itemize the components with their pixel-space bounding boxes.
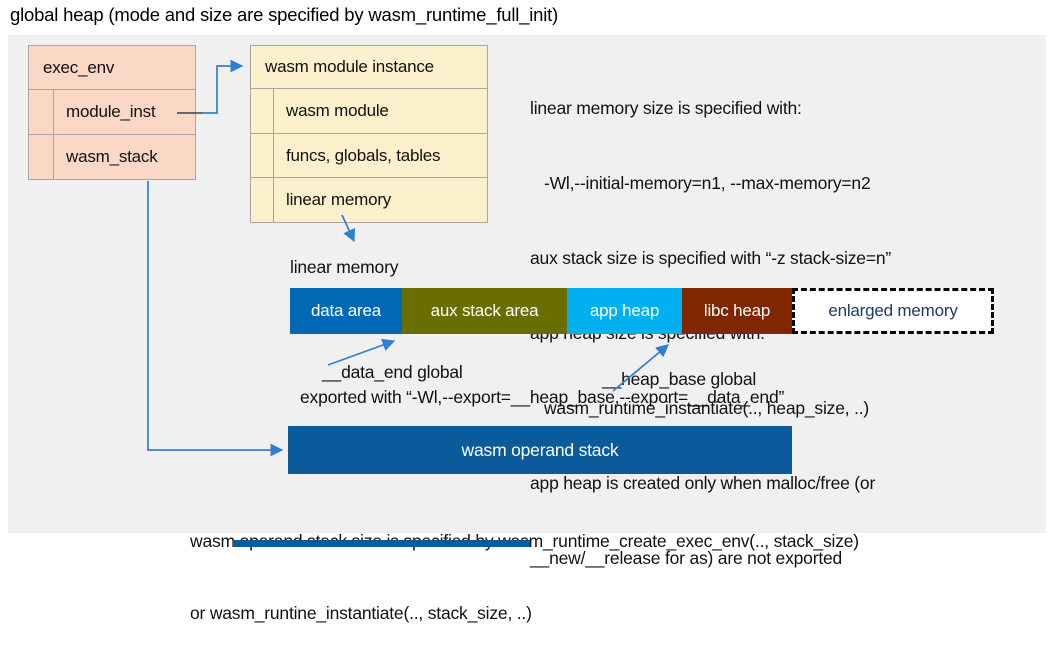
operand-stack-caption: wasm operand stack size is specified by … [190, 481, 859, 649]
linear-memory-segment-data-area: data area [290, 288, 402, 334]
module-instance-header: wasm module instance [251, 46, 487, 89]
linear-memory-segment-libc-heap: libc heap [682, 288, 792, 334]
exec-env-header: exec_env [29, 46, 195, 90]
data-end-global-label: __data_end global [322, 362, 463, 382]
linear-memory-label: linear memory [290, 257, 399, 277]
bottom-blue-strip [233, 540, 530, 547]
exec-env-row-module-inst: module_inst [66, 102, 156, 121]
table-row: wasm module [251, 89, 487, 133]
table-row: wasm_stack [29, 134, 195, 179]
instance-row-funcs-globals-tables: funcs, globals, tables [286, 145, 441, 165]
caption-line: or wasm_runtine_instantiate(.., stack_si… [190, 603, 532, 623]
note-line: app heap is created only when malloc/fre… [530, 473, 876, 493]
indent-cell [251, 178, 274, 223]
table-row: linear memory [251, 177, 487, 223]
note-line: aux stack size is specified with “-z sta… [530, 248, 892, 268]
exec-env-row-wasm-stack: wasm_stack [66, 147, 158, 166]
note-line: -Wl,--initial-memory=n1, --max-memory=n2 [530, 173, 871, 193]
module-instance-box: wasm module instance wasm module funcs, … [250, 45, 488, 223]
wasm-operand-stack-box: wasm operand stack [288, 426, 792, 474]
table-row: funcs, globals, tables [251, 132, 487, 178]
indent-cell [251, 133, 274, 178]
indent-cell [29, 90, 54, 134]
note-line: linear memory size is specified with: [530, 98, 802, 118]
indent-cell [251, 89, 274, 133]
indent-cell [29, 135, 54, 179]
linear-memory-segment-enlarged-memory: enlarged memory [792, 288, 994, 334]
instance-row-linear-memory: linear memory [286, 190, 392, 210]
diagram-title: global heap (mode and size are specified… [10, 4, 559, 25]
instance-row-wasm-module: wasm module [286, 100, 389, 120]
linear-memory-bar: data area aux stack area app heap libc h… [290, 288, 994, 334]
wasm-operand-stack-label: wasm operand stack [461, 439, 619, 460]
note-line: wasm_runtime_instantiate(.., heap_size, … [530, 398, 870, 418]
table-row: module_inst [29, 90, 195, 134]
linear-memory-segment-app-heap: app heap [567, 288, 682, 334]
export-note: exported with “-Wl,--export=__heap_base,… [300, 387, 785, 407]
exec-env-box: exec_env module_inst wasm_stack [28, 45, 196, 180]
linear-memory-segment-aux-stack-area: aux stack area [402, 288, 567, 334]
